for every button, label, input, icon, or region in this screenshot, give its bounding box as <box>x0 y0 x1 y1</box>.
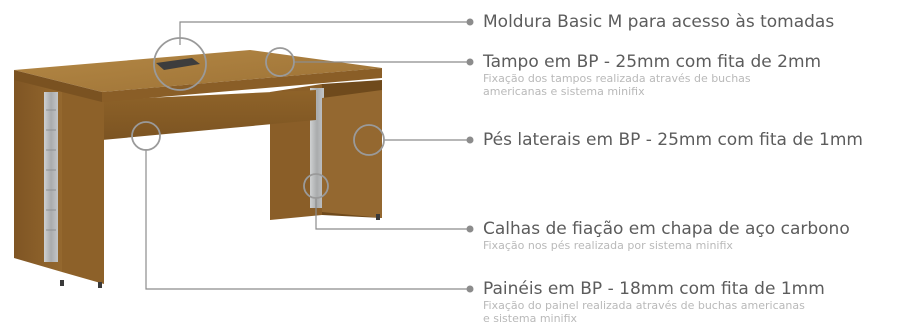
wire-channel <box>44 92 58 262</box>
callout-circle-2 <box>265 47 295 77</box>
callout-circle-5 <box>131 121 161 151</box>
callout-title: Calhas de fiação em chapa de aço carbono <box>483 219 850 239</box>
right-leg <box>322 90 382 218</box>
callout-subtitle: Fixação dos tampos realizada através de … <box>483 72 751 98</box>
callout-calhas: Calhas de fiação em chapa de aço carbono… <box>483 219 850 252</box>
callout-subtitle: Fixação do painel realizada através de b… <box>483 299 805 325</box>
desk-top-edge <box>14 70 102 102</box>
callout-circle-4 <box>303 173 329 199</box>
callout-title: Pés laterais em BP - 25mm com fita de 1m… <box>483 130 863 150</box>
callout-title: Moldura Basic M para acesso às tomadas <box>483 12 835 32</box>
callout-paineis: Painéis em BP - 18mm com fita de 1mm Fix… <box>483 279 825 325</box>
leader-dot <box>466 136 474 144</box>
leader-dot <box>466 225 474 233</box>
leader-dot <box>466 285 474 293</box>
callout-tampo: Tampo em BP - 25mm com fita de 2mm Fixaç… <box>483 52 821 98</box>
callout-circle-3 <box>353 124 385 156</box>
leader-dot <box>466 18 474 26</box>
front-leg-front <box>62 88 104 284</box>
leader-4 <box>315 198 468 230</box>
leader-dot <box>466 58 474 66</box>
leader-5 <box>145 149 468 290</box>
callout-title: Tampo em BP - 25mm com fita de 2mm <box>483 52 822 72</box>
callout-pes-laterais: Pés laterais em BP - 25mm com fita de 1m… <box>483 130 863 150</box>
desk-top-front-edge <box>102 68 382 102</box>
modesty-panel <box>102 90 316 140</box>
leader-1 <box>179 21 468 45</box>
desk-top <box>14 50 382 92</box>
cable-frame <box>156 58 200 70</box>
callout-subtitle: Fixação nos pés realizada por sistema mi… <box>483 239 733 252</box>
callout-moldura: Moldura Basic M para acesso às tomadas <box>483 12 834 32</box>
callout-circle-1 <box>153 37 207 91</box>
callout-title: Painéis em BP - 18mm com fita de 1mm <box>483 279 825 299</box>
